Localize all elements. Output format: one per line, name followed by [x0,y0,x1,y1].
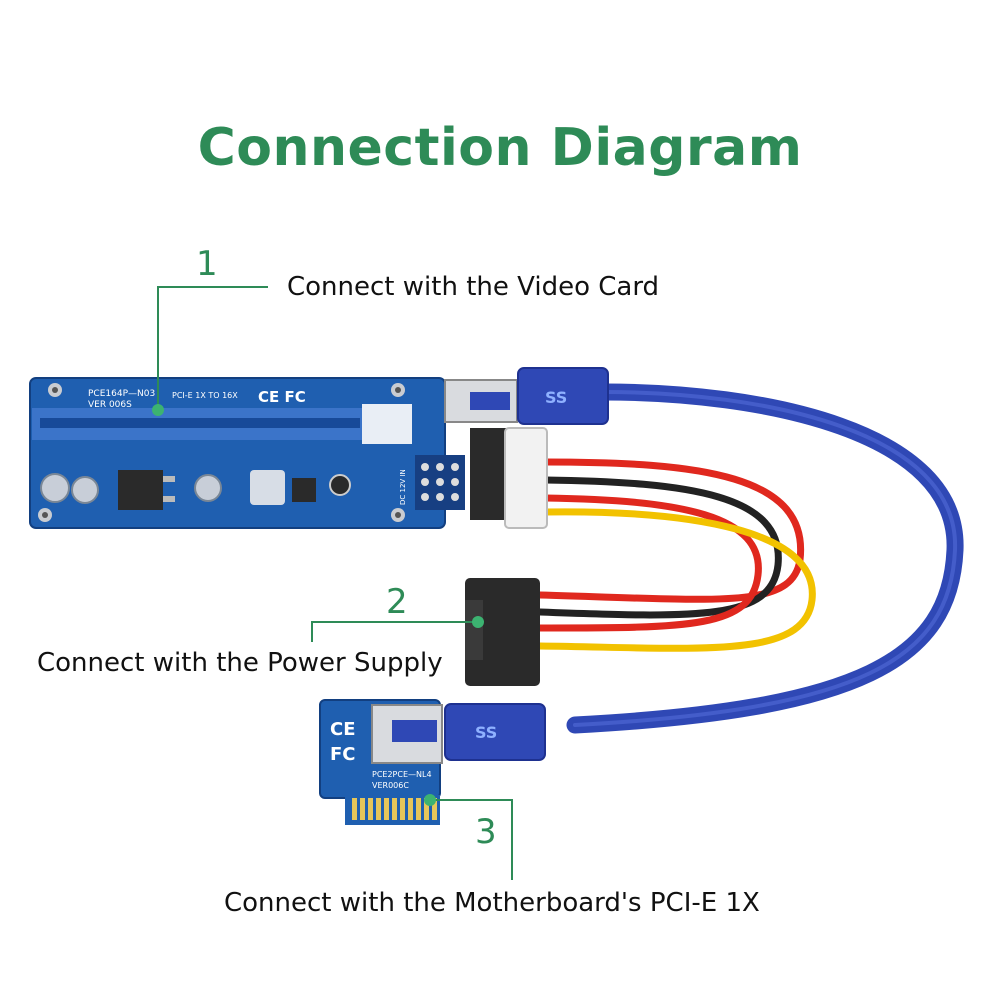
leader-lines [157,286,513,880]
sata-power-connector [465,578,540,686]
adapter-fc-mark: FC [330,744,356,765]
callout-label-power-supply: Connect with the Power Supply [37,648,443,678]
power-wires [536,458,816,652]
adapter-version-text: VER006C [372,781,409,790]
page-title: Connection Diagram [197,118,803,178]
riser-spec-text: PCI-E 1X TO 16X [172,391,238,400]
callout-number-3: 3 [475,812,497,852]
ce-fc-marks: CE FC [258,388,306,406]
usb-plug-adapter: SS [444,703,546,761]
riser-usb-port [444,379,518,423]
callout-label-motherboard: Connect with the Motherboard's PCI-E 1X [224,888,760,918]
callout-dot-1 [152,404,164,416]
adapter-model-text: PCE2PCE—NL4 [372,770,432,779]
usb-cable [566,383,964,734]
molex-connector [470,427,548,529]
ss-usb-logo: SS [475,723,497,742]
dc-input-text: DC 12V IN [399,469,407,505]
adapter-board: CE FC PCE2PCE—NL4 VER006C [319,699,443,825]
pcie-6pin-header [415,455,465,510]
usb-plug-riser: SS [517,367,609,425]
callout-dot-3 [424,794,436,806]
callout-number-2: 2 [386,582,408,622]
adapter-ce-mark: CE [330,719,356,740]
ss-usb-logo: SS [545,388,567,407]
callout-number-1: 1 [196,244,218,284]
riser-version-text: VER 006S [88,400,132,410]
riser-board: PCE164P—N03 VER 006S PCI-E 1X TO 16X CE … [29,377,465,529]
callout-dot-2 [472,616,484,628]
callout-label-video-card: Connect with the Video Card [287,272,660,302]
riser-model-text: PCE164P—N03 [88,389,155,399]
